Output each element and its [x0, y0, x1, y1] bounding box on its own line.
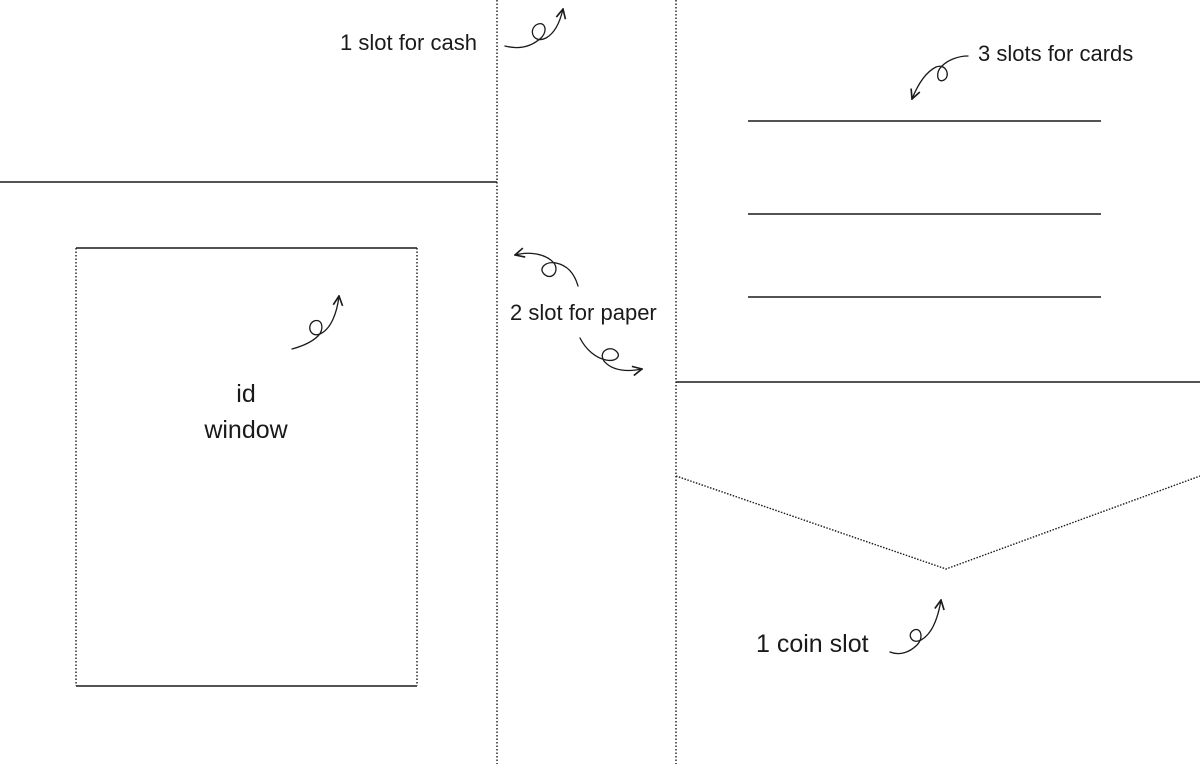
id-window-label: id window — [170, 376, 322, 448]
coin-flap — [675, 475, 1200, 570]
id-window — [75, 247, 418, 687]
curly-arrow-icon — [912, 55, 969, 99]
curly-arrow-icon — [579, 337, 642, 370]
curly-arrow-icon — [504, 9, 563, 49]
coin-slot-label: 1 coin slot — [756, 630, 869, 658]
id-window-label-line-1: id — [236, 380, 256, 408]
cash-slot-label: 1 slot for cash — [340, 30, 477, 55]
curly-arrow-icon — [291, 296, 339, 350]
curly-arrow-icon — [889, 600, 941, 655]
paper-slots-label: 2 slot for paper — [510, 300, 657, 325]
card-slots-label: 3 slots for cards — [978, 41, 1134, 66]
curly-arrow-icon — [515, 253, 579, 287]
id-window-label-line-2: window — [204, 416, 288, 444]
